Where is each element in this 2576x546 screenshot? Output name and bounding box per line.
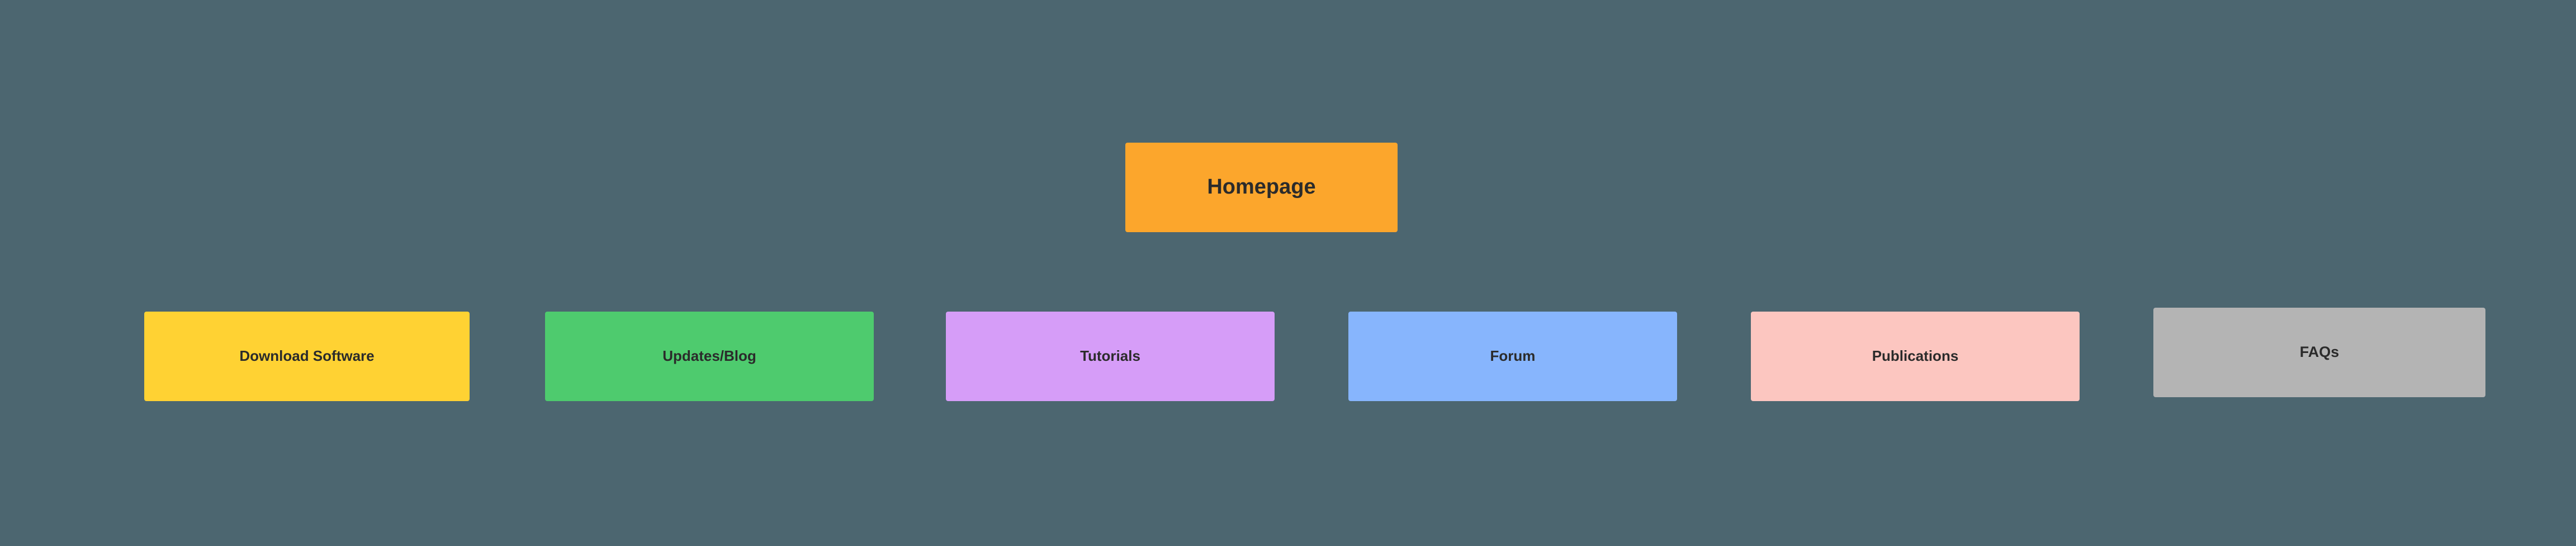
node-download-software[interactable]: Download Software — [144, 312, 470, 401]
node-tutorials[interactable]: Tutorials — [946, 312, 1275, 401]
node-faqs[interactable]: FAQs — [2153, 308, 2485, 397]
node-publications[interactable]: Publications — [1751, 312, 2080, 401]
node-faqs-label: FAQs — [2299, 343, 2340, 361]
node-publications-label: Publications — [1872, 347, 1959, 365]
node-updates-blog-label: Updates/Blog — [662, 347, 756, 365]
node-forum[interactable]: Forum — [1348, 312, 1677, 401]
node-download-software-label: Download Software — [239, 347, 375, 365]
node-homepage[interactable]: Homepage — [1125, 143, 1398, 232]
node-tutorials-label: Tutorials — [1080, 347, 1140, 365]
node-updates-blog[interactable]: Updates/Blog — [545, 312, 874, 401]
node-forum-label: Forum — [1490, 347, 1536, 365]
node-homepage-label: Homepage — [1207, 175, 1316, 199]
